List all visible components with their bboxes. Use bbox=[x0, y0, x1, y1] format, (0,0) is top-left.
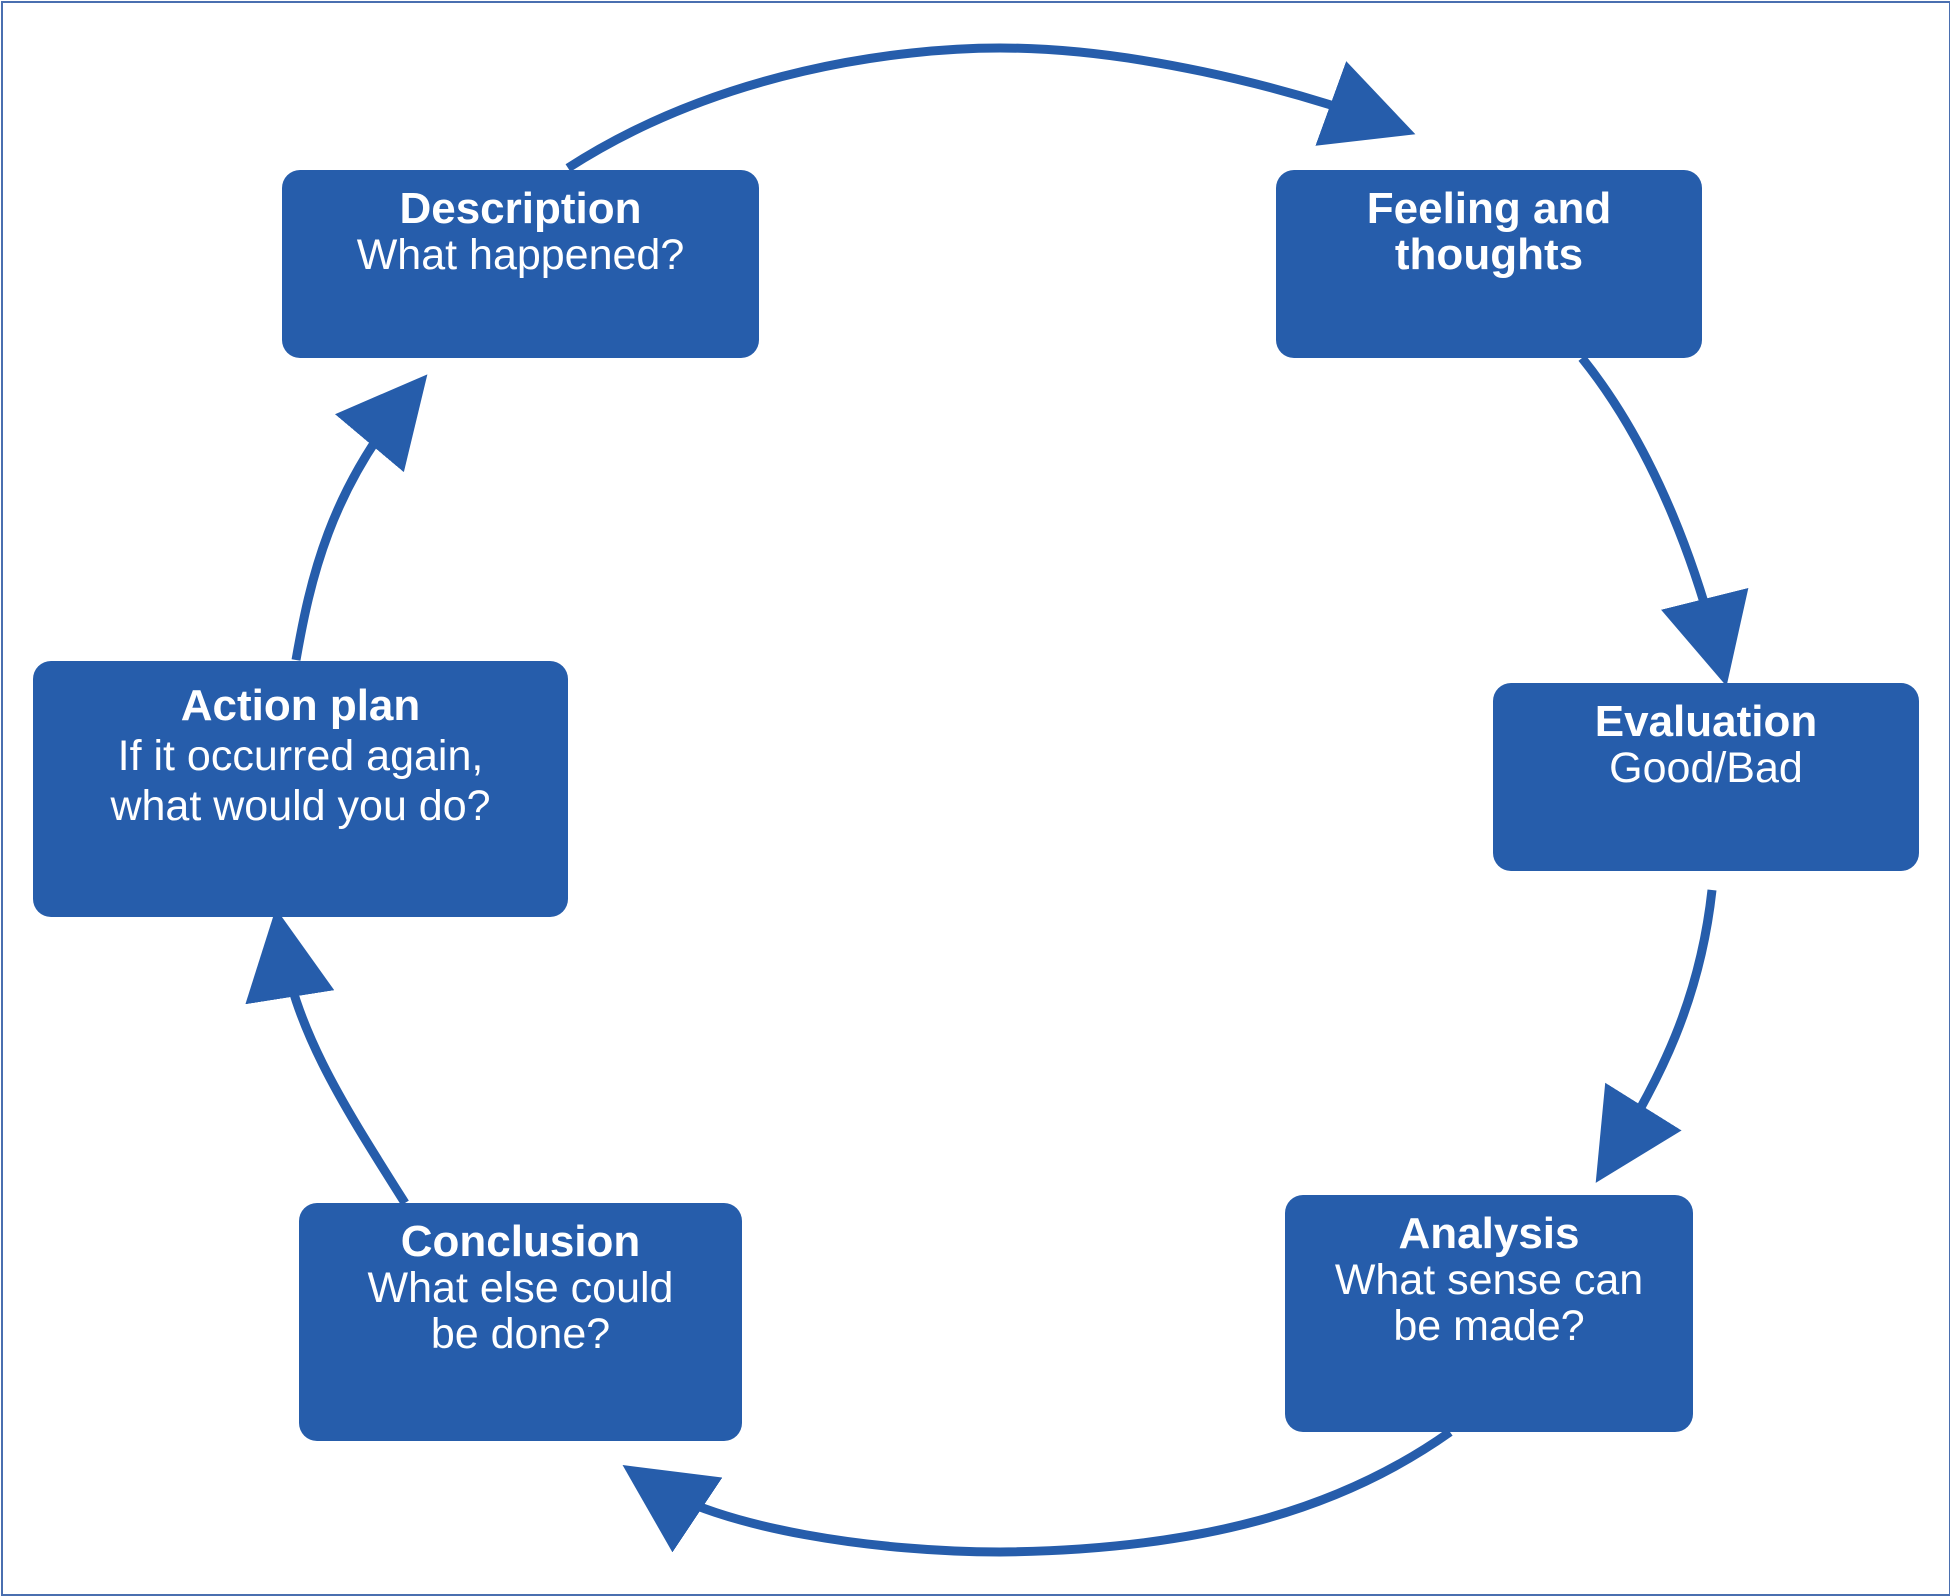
stage-title-line2: thoughts bbox=[1394, 230, 1584, 279]
stage-title: Description bbox=[399, 184, 642, 233]
stage-evaluation: Evaluation Good/Bad bbox=[1493, 683, 1919, 871]
arrow-evaluation-to-analysis bbox=[1595, 889, 1717, 1183]
stage-title: Feeling and bbox=[1366, 184, 1612, 233]
stage-feelings: Feeling and thoughts bbox=[1276, 170, 1702, 358]
stage-prompt: Good/Bad bbox=[1609, 744, 1803, 792]
stage-title: Evaluation bbox=[1594, 697, 1818, 746]
stage-action-plan: Action plan If it occurred again, what w… bbox=[33, 661, 568, 917]
arrow-feelings-to-evaluation bbox=[1578, 355, 1749, 687]
stage-title: Conclusion bbox=[400, 1217, 641, 1266]
stage-prompt-line1: What sense can bbox=[1334, 1256, 1644, 1304]
stage-prompt-line2: what would you do? bbox=[110, 782, 491, 830]
arrow-description-to-feelings bbox=[565, 43, 1416, 172]
stage-description: Description What happened? bbox=[282, 170, 759, 358]
stage-prompt: What happened? bbox=[356, 231, 685, 279]
arrow-action-to-description bbox=[291, 374, 428, 661]
stage-prompt-line2: be done? bbox=[430, 1310, 611, 1358]
stage-prompt-line2: be made? bbox=[1393, 1302, 1585, 1350]
stage-title: Action plan bbox=[180, 681, 421, 730]
arrow-conclusion-to-action bbox=[245, 908, 409, 1206]
arrow-analysis-to-conclusion bbox=[622, 1428, 1453, 1557]
stage-title: Analysis bbox=[1398, 1209, 1580, 1258]
stage-prompt-line1: If it occurred again, bbox=[117, 732, 484, 780]
stage-conclusion: Conclusion What else could be done? bbox=[299, 1203, 742, 1441]
stage-analysis: Analysis What sense can be made? bbox=[1285, 1195, 1693, 1432]
stage-prompt-line1: What else could bbox=[367, 1264, 674, 1312]
